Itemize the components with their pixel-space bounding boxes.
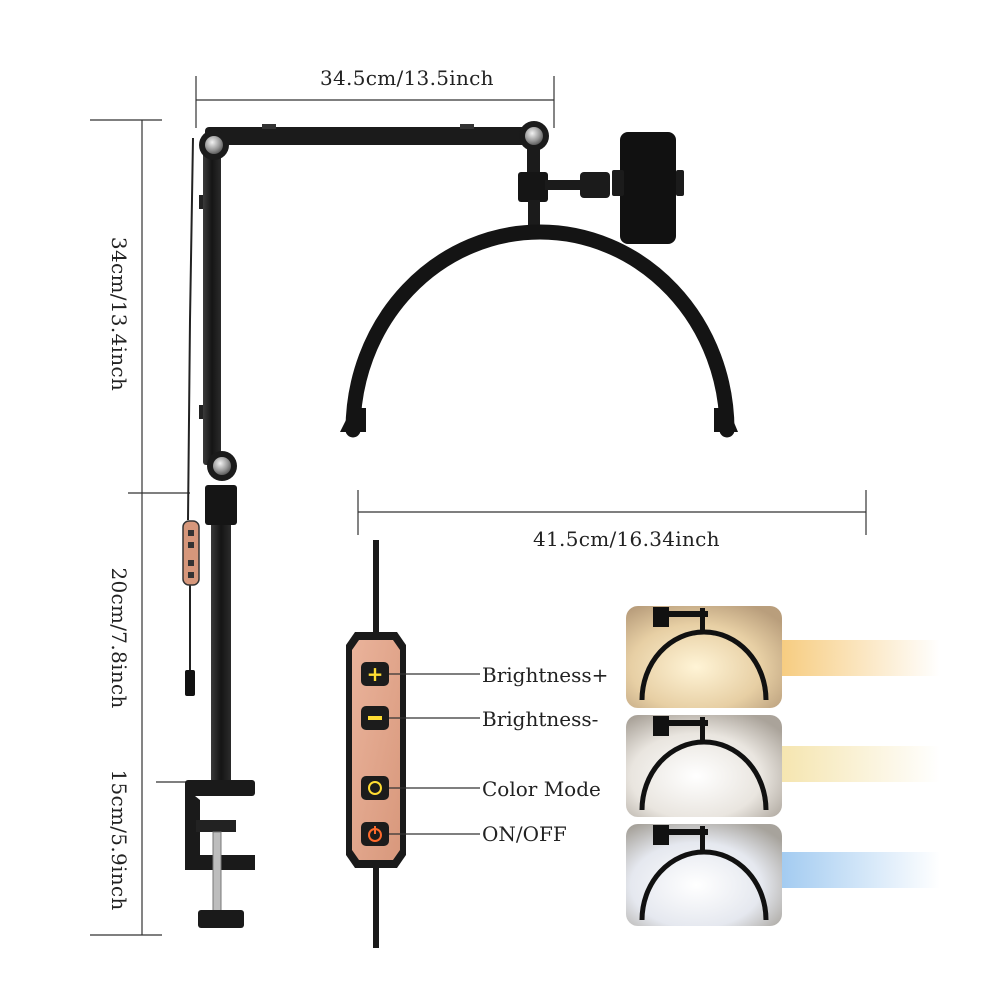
preview-cool xyxy=(626,824,782,926)
dimension-lines xyxy=(90,76,867,936)
light-width-label: 41.5cm/16.34inch xyxy=(533,527,720,551)
clamp-height-label: 15cm/5.9inch xyxy=(107,769,131,911)
arm-height-label: 34cm/13.4inch xyxy=(107,236,131,392)
half-moon-light xyxy=(340,132,738,438)
color-mode-button[interactable] xyxy=(361,776,389,800)
brightness-up-button[interactable]: + xyxy=(361,662,389,686)
brightness-down-label: Brightness- xyxy=(482,707,599,731)
power-button[interactable] xyxy=(361,822,389,846)
svg-text:+: + xyxy=(367,662,384,686)
brightness-down-button[interactable] xyxy=(361,706,389,730)
power-label: ON/OFF xyxy=(482,822,567,846)
arm-width-label: 34.5cm/13.5inch xyxy=(320,66,494,90)
cool-beam xyxy=(780,852,940,888)
brightness-up-label: Brightness+ xyxy=(482,663,609,687)
color-mode-previews xyxy=(626,606,940,926)
neutral-beam xyxy=(780,746,940,782)
preview-warm xyxy=(626,606,782,708)
desk-stand xyxy=(182,121,549,928)
pole-height-label: 20cm/7.8inch xyxy=(107,567,131,709)
warm-beam xyxy=(780,640,940,676)
remote-controller: + xyxy=(346,540,480,948)
color-mode-label: Color Mode xyxy=(482,777,601,801)
preview-neutral xyxy=(626,715,782,817)
